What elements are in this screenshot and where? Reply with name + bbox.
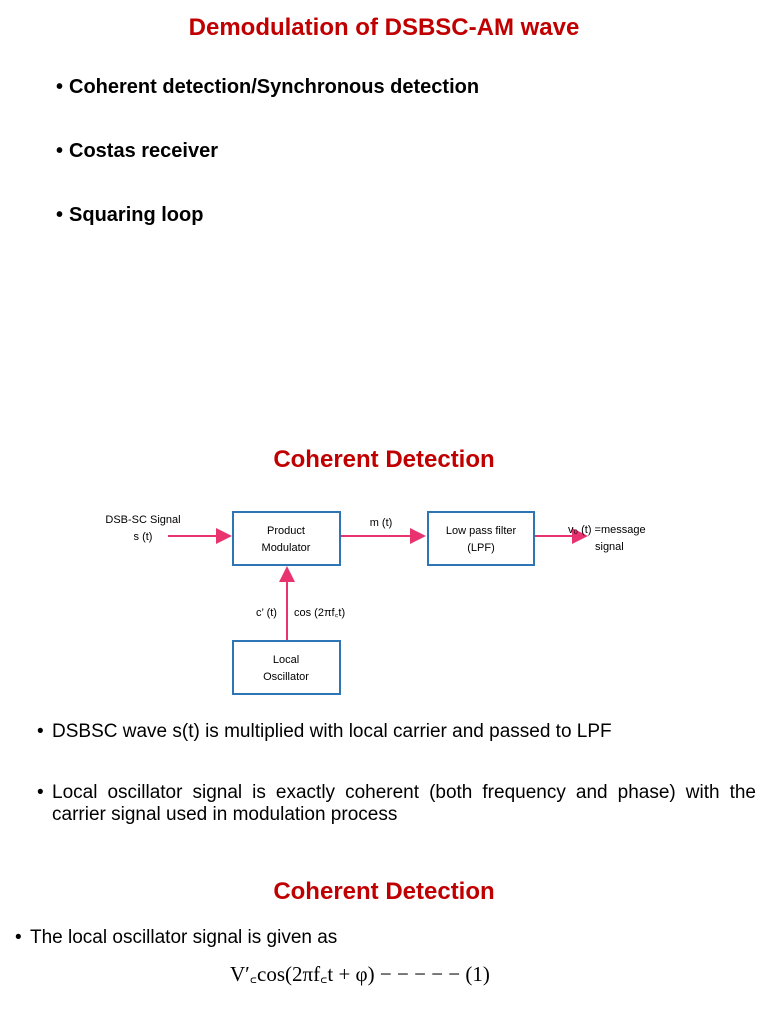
bullet-dot: • [37, 721, 44, 742]
carrier-left-label: c’ (t) [256, 607, 277, 619]
bullet-multiplied-with-local-carrier: •DSBSC wave s(t) is multiplied with loca… [37, 721, 612, 742]
lpf-label: Low pass filter [446, 525, 517, 537]
lpf-box [427, 511, 535, 566]
product-modulator-box [232, 511, 341, 566]
equation-1: V′꜀cos(2πf꜀t + φ) − − − − − (1) [230, 962, 490, 986]
section-title-coherent-detection-2: Coherent Detection [273, 878, 495, 905]
main-title: Demodulation of DSBSC-AM wave [188, 14, 580, 41]
bullet-dot: • [56, 76, 64, 98]
mt-label: m (t) [370, 517, 393, 529]
bullet-dot: • [15, 927, 22, 948]
local-oscillator-label-2: Oscillator [263, 671, 309, 683]
product-modulator-label-2: Modulator [262, 542, 311, 554]
section-title-coherent-detection: Coherent Detection [273, 446, 495, 473]
product-modulator-label: Product [267, 525, 305, 537]
bullet-costas-receiver: •Costas receiver [56, 140, 218, 162]
carrier-right-label: cos (2πf꜀t) [294, 607, 345, 619]
bullet-squaring-loop: •Squaring loop [56, 204, 204, 226]
output-label-2: signal [595, 541, 624, 553]
bullet-dot: • [56, 204, 64, 226]
bullet-local-oscillator-given: •The local oscillator signal is given as [15, 927, 338, 948]
bullet-local-oscillator-coherent: •Local oscillator signal is exactly cohe… [37, 782, 756, 825]
local-oscillator-label: Local [273, 654, 299, 666]
output-label: v₀ (t) =message [568, 524, 646, 536]
bullet-dot: • [56, 140, 64, 162]
bullet-coherent-detection: •Coherent detection/Synchronous detectio… [56, 76, 480, 98]
input-signal-symbol: s (t) [134, 531, 153, 543]
lpf-label-2: (LPF) [467, 542, 495, 554]
local-oscillator-box [232, 640, 341, 695]
coherent-detection-diagram: DSB-SC Signal s (t) Product Modulator m … [105, 511, 646, 695]
bullet-dot: • [37, 782, 44, 803]
input-signal-label: DSB-SC Signal [105, 514, 180, 526]
